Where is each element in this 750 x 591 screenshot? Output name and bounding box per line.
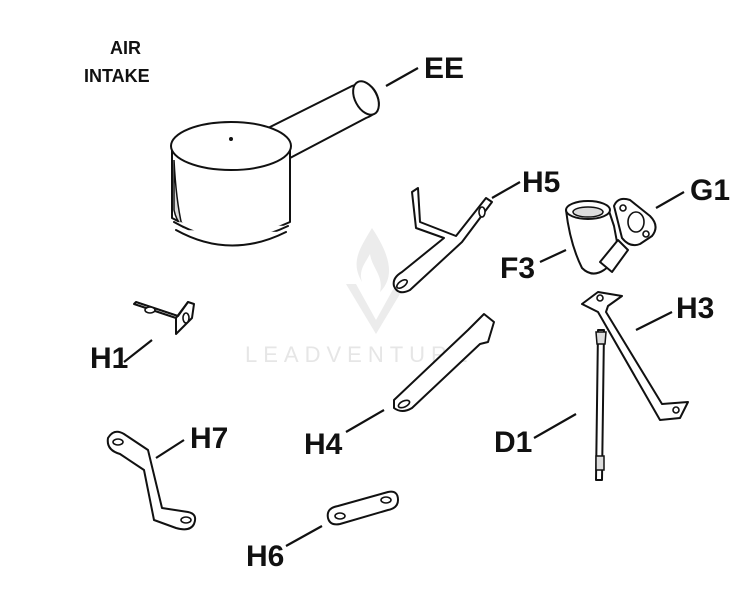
watermark: LEADVENTURE: [245, 228, 474, 367]
leader-h6: [285, 525, 323, 547]
bracket-h1: [133, 301, 195, 335]
diagram-title-line-1: AIR: [110, 38, 141, 58]
callout-h6: H6: [246, 540, 284, 573]
leader-ee: [385, 67, 419, 87]
watermark-flame-icon: [356, 228, 390, 292]
leader-h4: [345, 409, 385, 433]
leader-f3: [539, 249, 567, 263]
callout-h4: H4: [304, 428, 343, 461]
leader-g1: [655, 191, 685, 209]
callout-h1: H1: [90, 342, 128, 375]
leader-d1: [533, 413, 577, 439]
leader-h3: [635, 311, 673, 331]
callout-ee: EE: [424, 52, 464, 85]
plate-h6: [326, 490, 399, 526]
leader-h5: [491, 181, 521, 199]
bracket-h4: [393, 313, 495, 412]
callout-h5: H5: [522, 166, 560, 199]
leader-h1: [123, 339, 153, 363]
callout-h3: H3: [676, 292, 714, 325]
elbow-f3: [565, 200, 629, 275]
callout-h7: H7: [190, 422, 228, 455]
watermark-chevron-icon: [346, 284, 406, 334]
callout-g1: G1: [690, 174, 730, 207]
diagram-title-line-2: INTAKE: [84, 66, 150, 86]
bracket-h3: [581, 291, 689, 421]
bracket-h5: [392, 187, 493, 294]
watermark-text: LEADVENTURE: [245, 342, 474, 367]
air-cleaner-assembly: [170, 80, 380, 247]
leader-h7: [155, 439, 185, 459]
callout-d1: D1: [494, 426, 532, 459]
callout-f3: F3: [500, 252, 535, 285]
rod-d1: [595, 329, 607, 481]
bracket-h7: [106, 430, 197, 531]
gasket-g1: [613, 197, 657, 247]
